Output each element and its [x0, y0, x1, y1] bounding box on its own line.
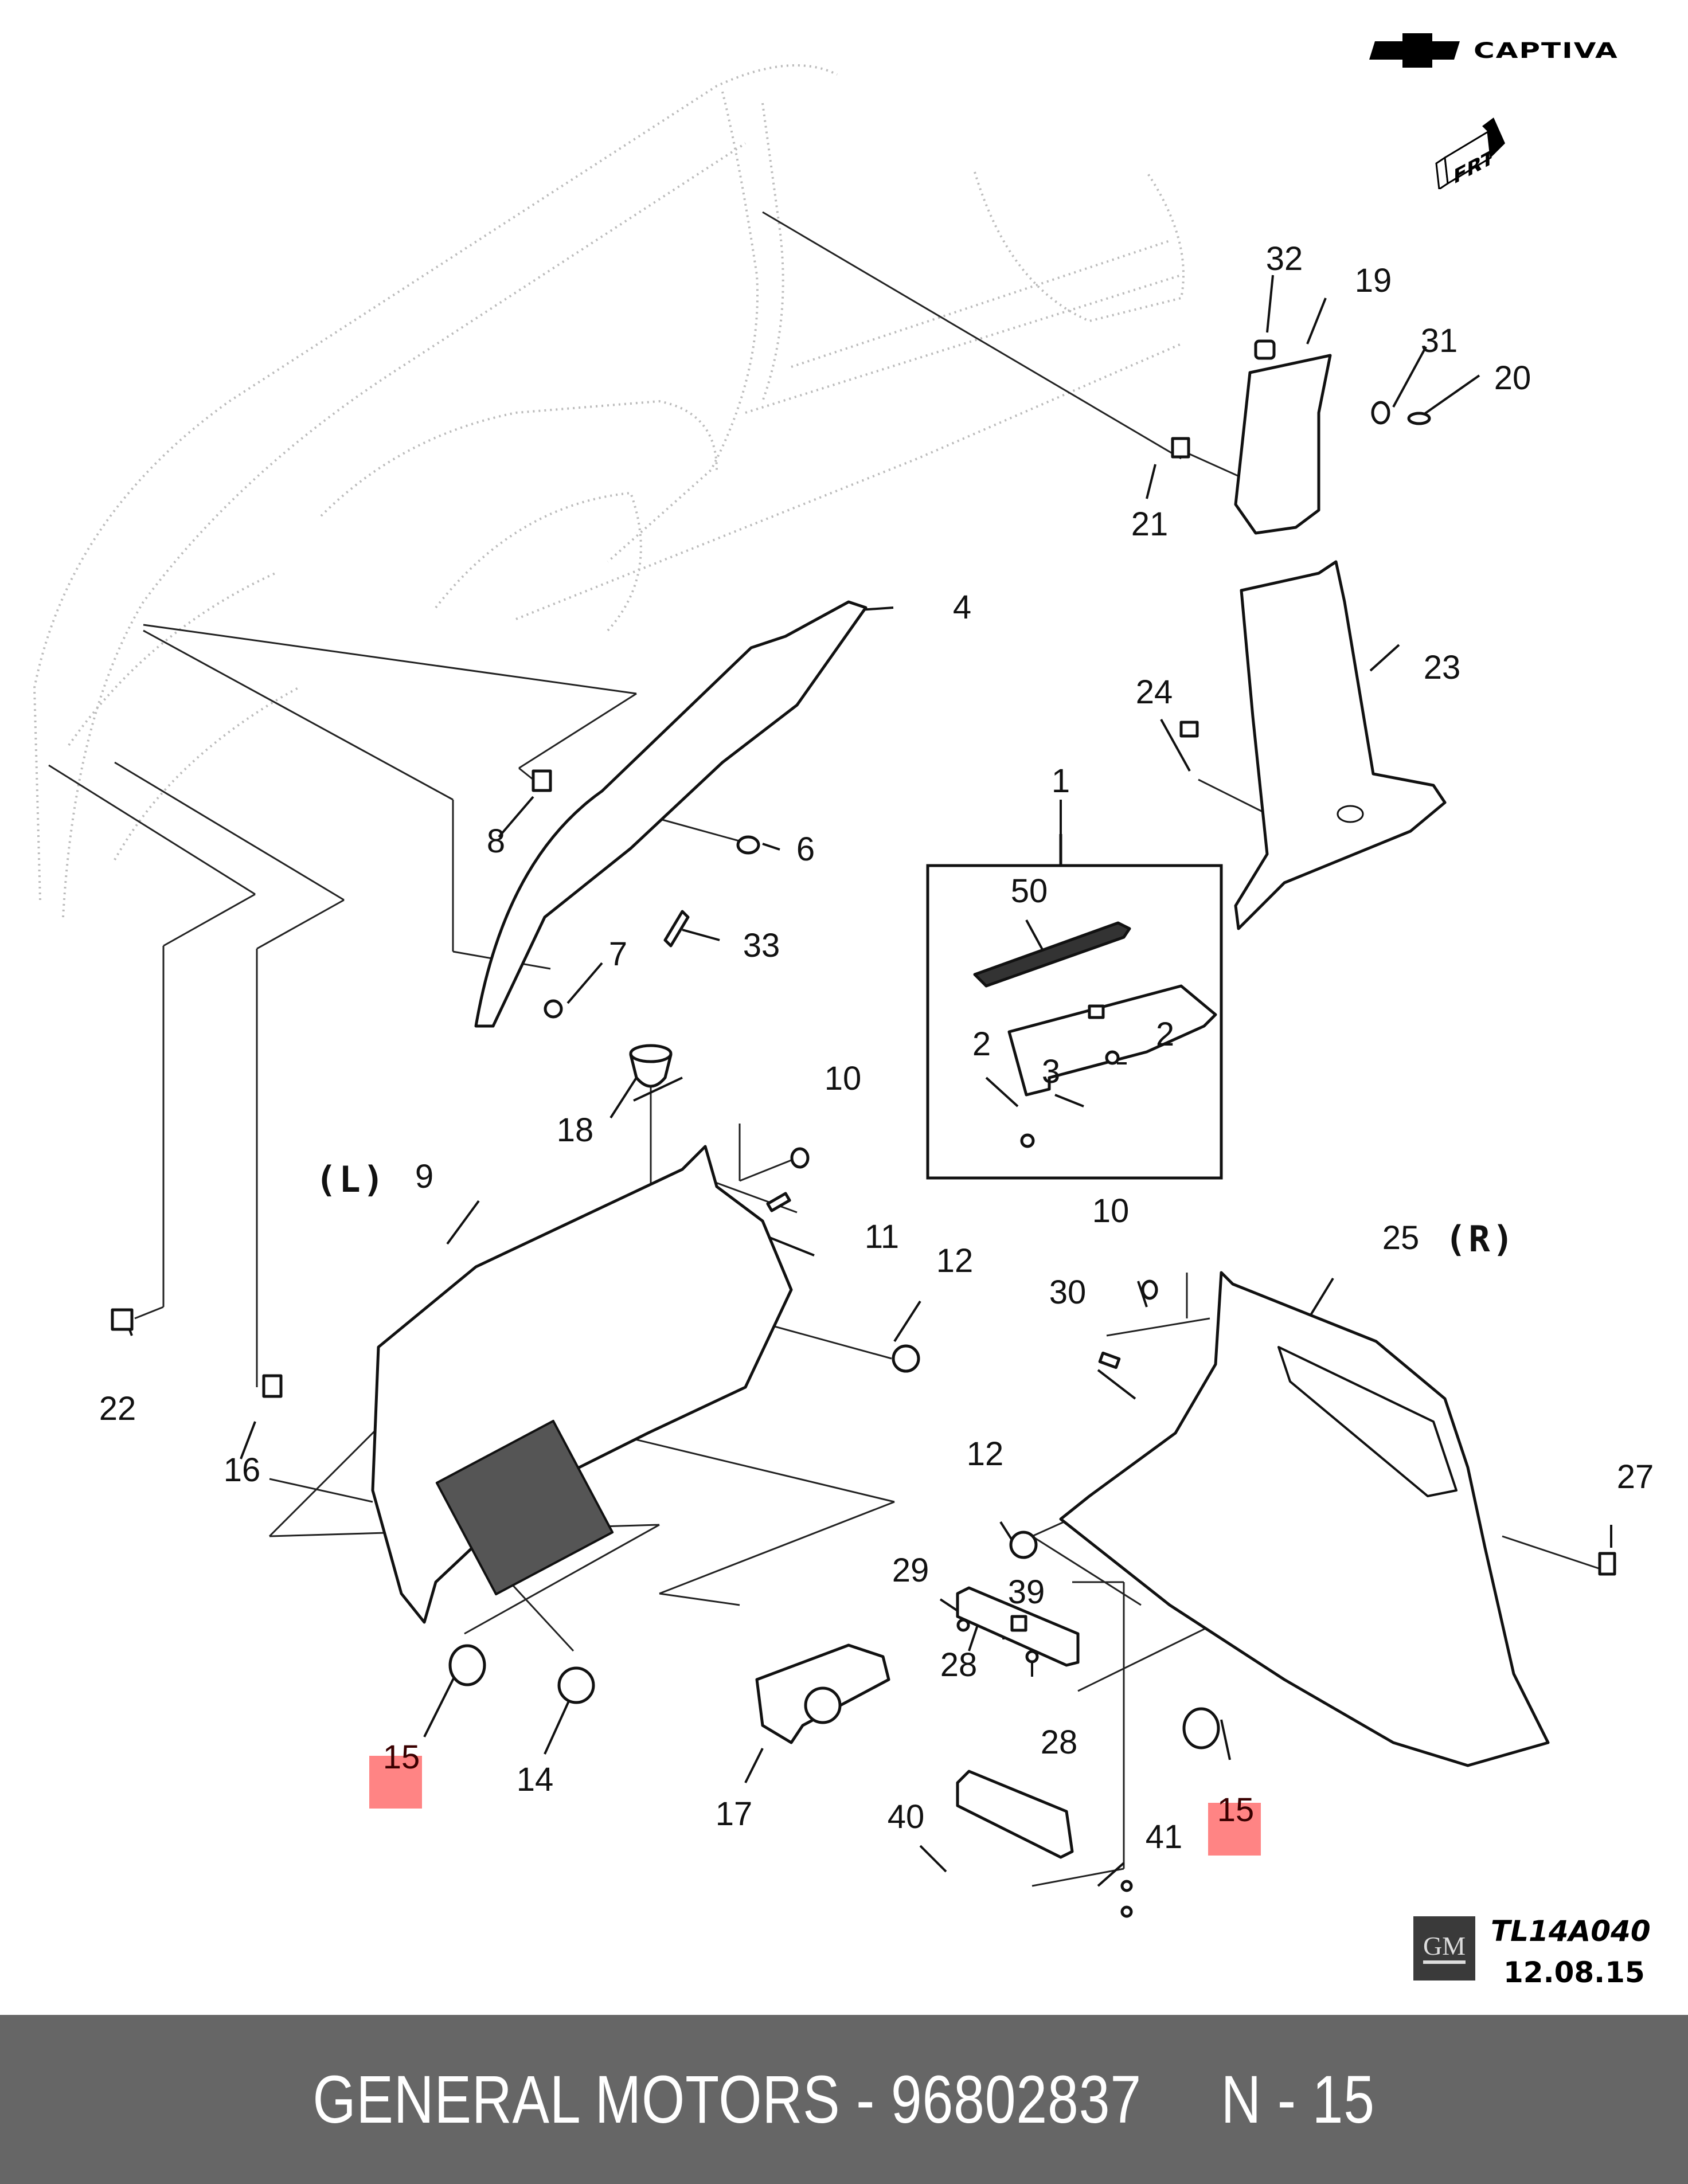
- part-15-fastener-left: [448, 1644, 486, 1686]
- footer-part-info: GENERAL MOTORS - 96802837 N - 15: [312, 2061, 1376, 2138]
- callout-label[interactable]: 14: [516, 1761, 554, 1798]
- part-41-screw-b: [1120, 1905, 1133, 1918]
- callout-label[interactable]: 17: [715, 1795, 753, 1833]
- callout-label[interactable]: 1: [1051, 762, 1070, 800]
- part-9-quarter-panel: [371, 1145, 793, 1624]
- parts-diagram: 32 19 31 20 21 4 23 24 8 6 1 50 33 7 2 2…: [33, 64, 1654, 1918]
- part-12-fastener-left: [892, 1344, 920, 1373]
- callout-label[interactable]: 11: [864, 1218, 900, 1255]
- part-31-screw: [1371, 401, 1390, 425]
- footer-bar: GENERAL MOTORS - 96802837 N - 15: [0, 2015, 1688, 2184]
- part-23-pillar: [1234, 560, 1447, 930]
- callout-label[interactable]: 9: [415, 1158, 434, 1195]
- part-3-clip: [1088, 1004, 1105, 1019]
- part-30-clip: [1098, 1351, 1121, 1369]
- front-direction-arrow-icon: FRT: [1435, 118, 1505, 189]
- callout-label[interactable]: 19: [1354, 262, 1392, 299]
- callout-label[interactable]: 18: [556, 1111, 594, 1149]
- highlight-box-right: [1208, 1803, 1261, 1856]
- part-14-fastener: [557, 1666, 595, 1704]
- part-25-quarter-panel: [1059, 1271, 1550, 1767]
- callout-label[interactable]: 32: [1265, 240, 1303, 277]
- right-side-label: (R): [1445, 1218, 1516, 1260]
- callout-label[interactable]: 4: [952, 589, 972, 626]
- diagram-stamp: TL14A040 12.08.15: [1491, 1915, 1651, 1989]
- part-27-clip: [1598, 1552, 1616, 1576]
- callout-label[interactable]: 10: [1092, 1192, 1130, 1230]
- callout-label[interactable]: 12: [966, 1435, 1004, 1473]
- callout-label[interactable]: 30: [1049, 1274, 1087, 1311]
- part-28-screw-a: [956, 1618, 970, 1632]
- part-16-clip: [262, 1374, 283, 1398]
- callout-label[interactable]: 3: [1041, 1053, 1061, 1090]
- part-10-plug-right: [1141, 1279, 1158, 1300]
- part-39-clip: [1010, 1615, 1027, 1632]
- callout-label[interactable]: 33: [743, 927, 780, 964]
- model-name: CAPTIVA: [1474, 38, 1619, 63]
- callout-label[interactable]: 12: [936, 1242, 974, 1279]
- part-2-nut-b: [1105, 1050, 1120, 1065]
- left-side-label: (L): [315, 1158, 386, 1200]
- callout-label[interactable]: 39: [1007, 1574, 1045, 1611]
- gm-logo-text: GM: [1423, 1933, 1466, 1964]
- part-19-trim: [1234, 354, 1332, 535]
- callout-label[interactable]: 16: [223, 1451, 261, 1489]
- callout-label[interactable]: 41: [1145, 1818, 1183, 1856]
- vehicle-body-outline: [33, 64, 1185, 918]
- callout-label[interactable]: 24: [1135, 674, 1173, 711]
- part-6-cap: [736, 835, 760, 855]
- part-11-clip: [766, 1192, 791, 1212]
- callout-label[interactable]: 23: [1423, 649, 1461, 686]
- part-32-clip: [1254, 339, 1276, 360]
- callout-label[interactable]: 50: [1010, 872, 1048, 910]
- callout-label[interactable]: 28: [1040, 1724, 1078, 1761]
- diagram-artwork: [33, 64, 1616, 1918]
- part-21-clip: [1171, 437, 1190, 459]
- callout-label[interactable]: 29: [892, 1552, 929, 1589]
- part-28-screw-b: [1025, 1650, 1039, 1664]
- chevrolet-bowtie-icon: [1369, 33, 1460, 68]
- callout-label[interactable]: 25: [1382, 1219, 1420, 1257]
- highlight-box-left: [369, 1756, 422, 1809]
- part-7-screw: [544, 999, 563, 1019]
- callout-label[interactable]: 6: [796, 831, 815, 868]
- part-33-clip: [663, 910, 690, 948]
- part-40-trim: [956, 1770, 1074, 1859]
- part-24-clip: [1179, 721, 1199, 738]
- part-41-screw-a: [1120, 1880, 1133, 1892]
- callout-label[interactable]: 20: [1494, 359, 1531, 397]
- callout-label[interactable]: 31: [1420, 322, 1458, 359]
- diagram-date: 12.08.15: [1503, 1956, 1645, 1989]
- part-8-clip: [532, 769, 552, 792]
- callout-label[interactable]: 8: [486, 823, 506, 860]
- part-50-sill-plate: [973, 921, 1131, 988]
- part-20-cap: [1407, 412, 1431, 425]
- callout-label[interactable]: 40: [887, 1798, 925, 1835]
- part-10-plug-left: [790, 1147, 810, 1169]
- callout-label[interactable]: 2: [972, 1026, 991, 1063]
- callout-label-highlighted[interactable]: 15: [382, 1739, 420, 1776]
- callout-label[interactable]: 21: [1131, 506, 1169, 543]
- part-12-fastener-right: [1009, 1531, 1038, 1559]
- callout-label[interactable]: 10: [824, 1060, 862, 1097]
- callout-label[interactable]: 27: [1616, 1458, 1654, 1496]
- brand-logo: CAPTIVA: [1369, 33, 1619, 68]
- callout-label[interactable]: 7: [608, 936, 628, 973]
- part-22-clip: [111, 1308, 134, 1331]
- callout-label-highlighted[interactable]: 15: [1217, 1791, 1255, 1829]
- callout-label[interactable]: 28: [940, 1646, 978, 1684]
- callout-label[interactable]: 22: [99, 1390, 136, 1427]
- part-15-fastener-right: [1182, 1707, 1220, 1749]
- assembly-inset-box: [926, 864, 1223, 1180]
- part-4-trim: [474, 600, 868, 1028]
- callout-label[interactable]: 2: [1155, 1016, 1175, 1053]
- diagram-code: TL14A040: [1491, 1915, 1651, 1948]
- part-18-cup: [629, 1053, 673, 1088]
- part-1-sill-trim: [1007, 984, 1217, 1097]
- parts: [111, 339, 1616, 1918]
- part-2-nut-a: [1020, 1133, 1035, 1148]
- gm-logo: GM: [1413, 1916, 1475, 1981]
